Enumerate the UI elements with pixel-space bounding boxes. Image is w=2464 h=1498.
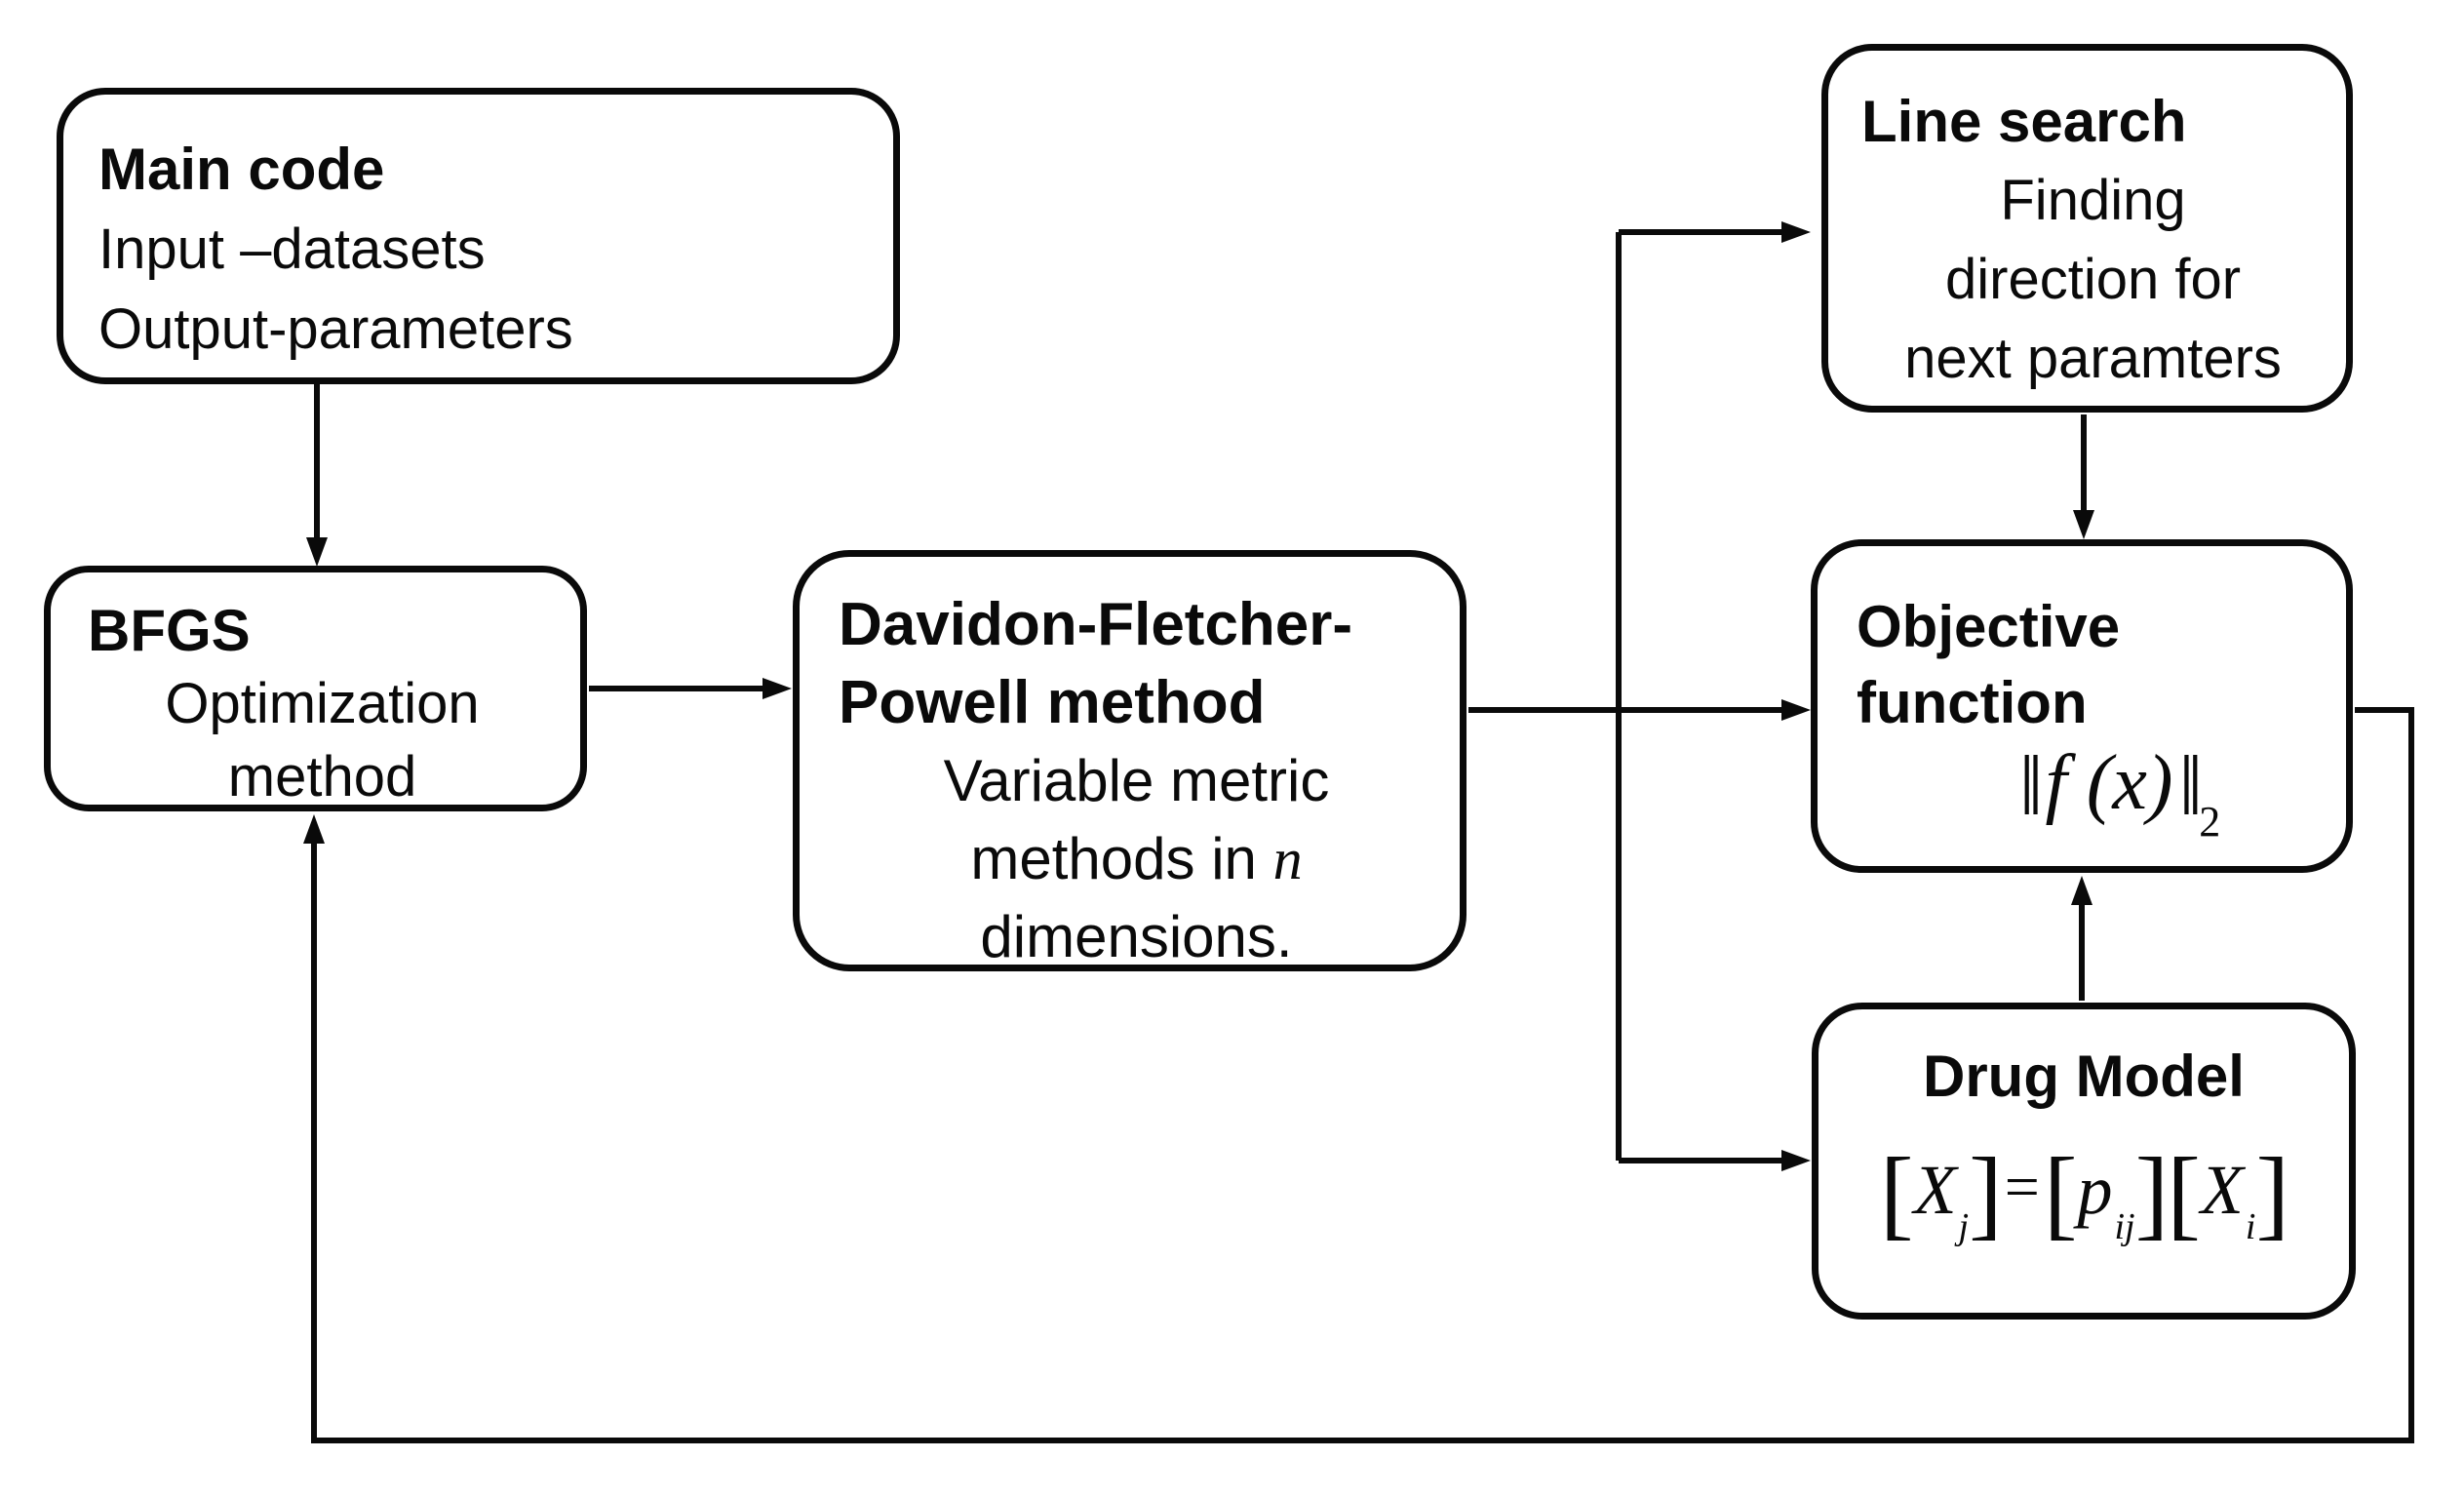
- arrowhead-into-drug-model: [1781, 1150, 1811, 1171]
- objective-title-line-2: function: [1857, 670, 2088, 735]
- line-search-line-1: Finding: [2000, 169, 2186, 232]
- bracket-close-2: ]: [2134, 1137, 2170, 1249]
- formula-equals: =: [2004, 1152, 2040, 1221]
- objective-formula-subscript: 2: [2199, 798, 2221, 846]
- objective-formula-fx: f (x): [2045, 740, 2173, 826]
- main-code-line-input: Input –datasets: [98, 217, 486, 281]
- drug-model-formula: [Xj]=[pij][Xi]: [1828, 1135, 2339, 1251]
- bracket-open-1: [: [1879, 1137, 1914, 1249]
- arrowhead-into-dfp: [763, 678, 792, 699]
- formula-sub-ij: ij: [2114, 1206, 2135, 1247]
- formula-var-xi: X: [2200, 1151, 2244, 1229]
- feedback-loop-line: [311, 707, 2414, 1443]
- dfp-title-line-1: Davidon-Fletcher-: [839, 591, 1353, 658]
- arrowhead-into-objective-top: [2073, 510, 2094, 539]
- bfgs-line-2: method: [227, 745, 417, 808]
- node-drug-model: Drug Model [Xj]=[pij][Xi]: [1812, 1003, 2356, 1320]
- formula-sub-i: i: [2245, 1206, 2256, 1247]
- arrowhead-into-bfgs-top: [306, 537, 328, 567]
- line-search-title: Line search: [1861, 89, 2187, 154]
- bracket-close-3: ]: [2255, 1137, 2289, 1249]
- node-dfp: Davidon-Fletcher- Powell method Variable…: [793, 550, 1467, 971]
- objective-title-line-1: Objective: [1857, 594, 2121, 659]
- bracket-close-1: ]: [1969, 1137, 2003, 1249]
- bfgs-title: BFGS: [88, 598, 251, 663]
- dfp-body-line-1: Variable metric: [943, 748, 1330, 813]
- dfp-title-line-2: Powell method: [839, 669, 1266, 736]
- node-bfgs: BFGS Optimization method: [44, 566, 587, 811]
- main-code-line-output: Output-parameters: [98, 297, 573, 361]
- norm-bar-left: ‖: [2018, 739, 2044, 834]
- main-code-title: Main code: [98, 137, 385, 202]
- dfp-body-line-3: dimensions.: [980, 904, 1293, 969]
- arrowhead-into-objective-left: [1781, 699, 1811, 721]
- arrowhead-into-line-search: [1781, 221, 1811, 243]
- line-search-line-2: direction for: [1944, 248, 2242, 311]
- formula-var-pij: p: [2077, 1151, 2113, 1229]
- bracket-open-2: [: [2043, 1137, 2078, 1249]
- arrowhead-into-bfgs-bottom: [303, 814, 325, 844]
- line-search-line-3: next paramters: [1904, 327, 2282, 390]
- objective-formula: ‖f (x)‖2: [1857, 744, 2325, 862]
- node-objective-function: Objective function ‖f (x)‖2: [1811, 539, 2353, 873]
- drug-model-title: Drug Model: [1923, 1044, 2245, 1109]
- node-main-code: Main code Input –datasets Output-paramet…: [57, 88, 900, 384]
- dfp-body-line-2-text: methods in: [970, 826, 1273, 891]
- dfp-variable-n: n: [1272, 827, 1303, 891]
- formula-sub-j: j: [1958, 1206, 1970, 1247]
- dfp-body-line-2: methods in n: [839, 820, 1434, 898]
- node-line-search: Line search Finding direction for next p…: [1821, 44, 2353, 413]
- formula-var-xj: X: [1913, 1151, 1957, 1229]
- bfgs-line-1: Optimization: [165, 672, 480, 735]
- bracket-open-3: [: [2167, 1137, 2201, 1249]
- arrowhead-into-objective-bottom: [2071, 876, 2092, 905]
- norm-bar-right: ‖: [2178, 739, 2204, 834]
